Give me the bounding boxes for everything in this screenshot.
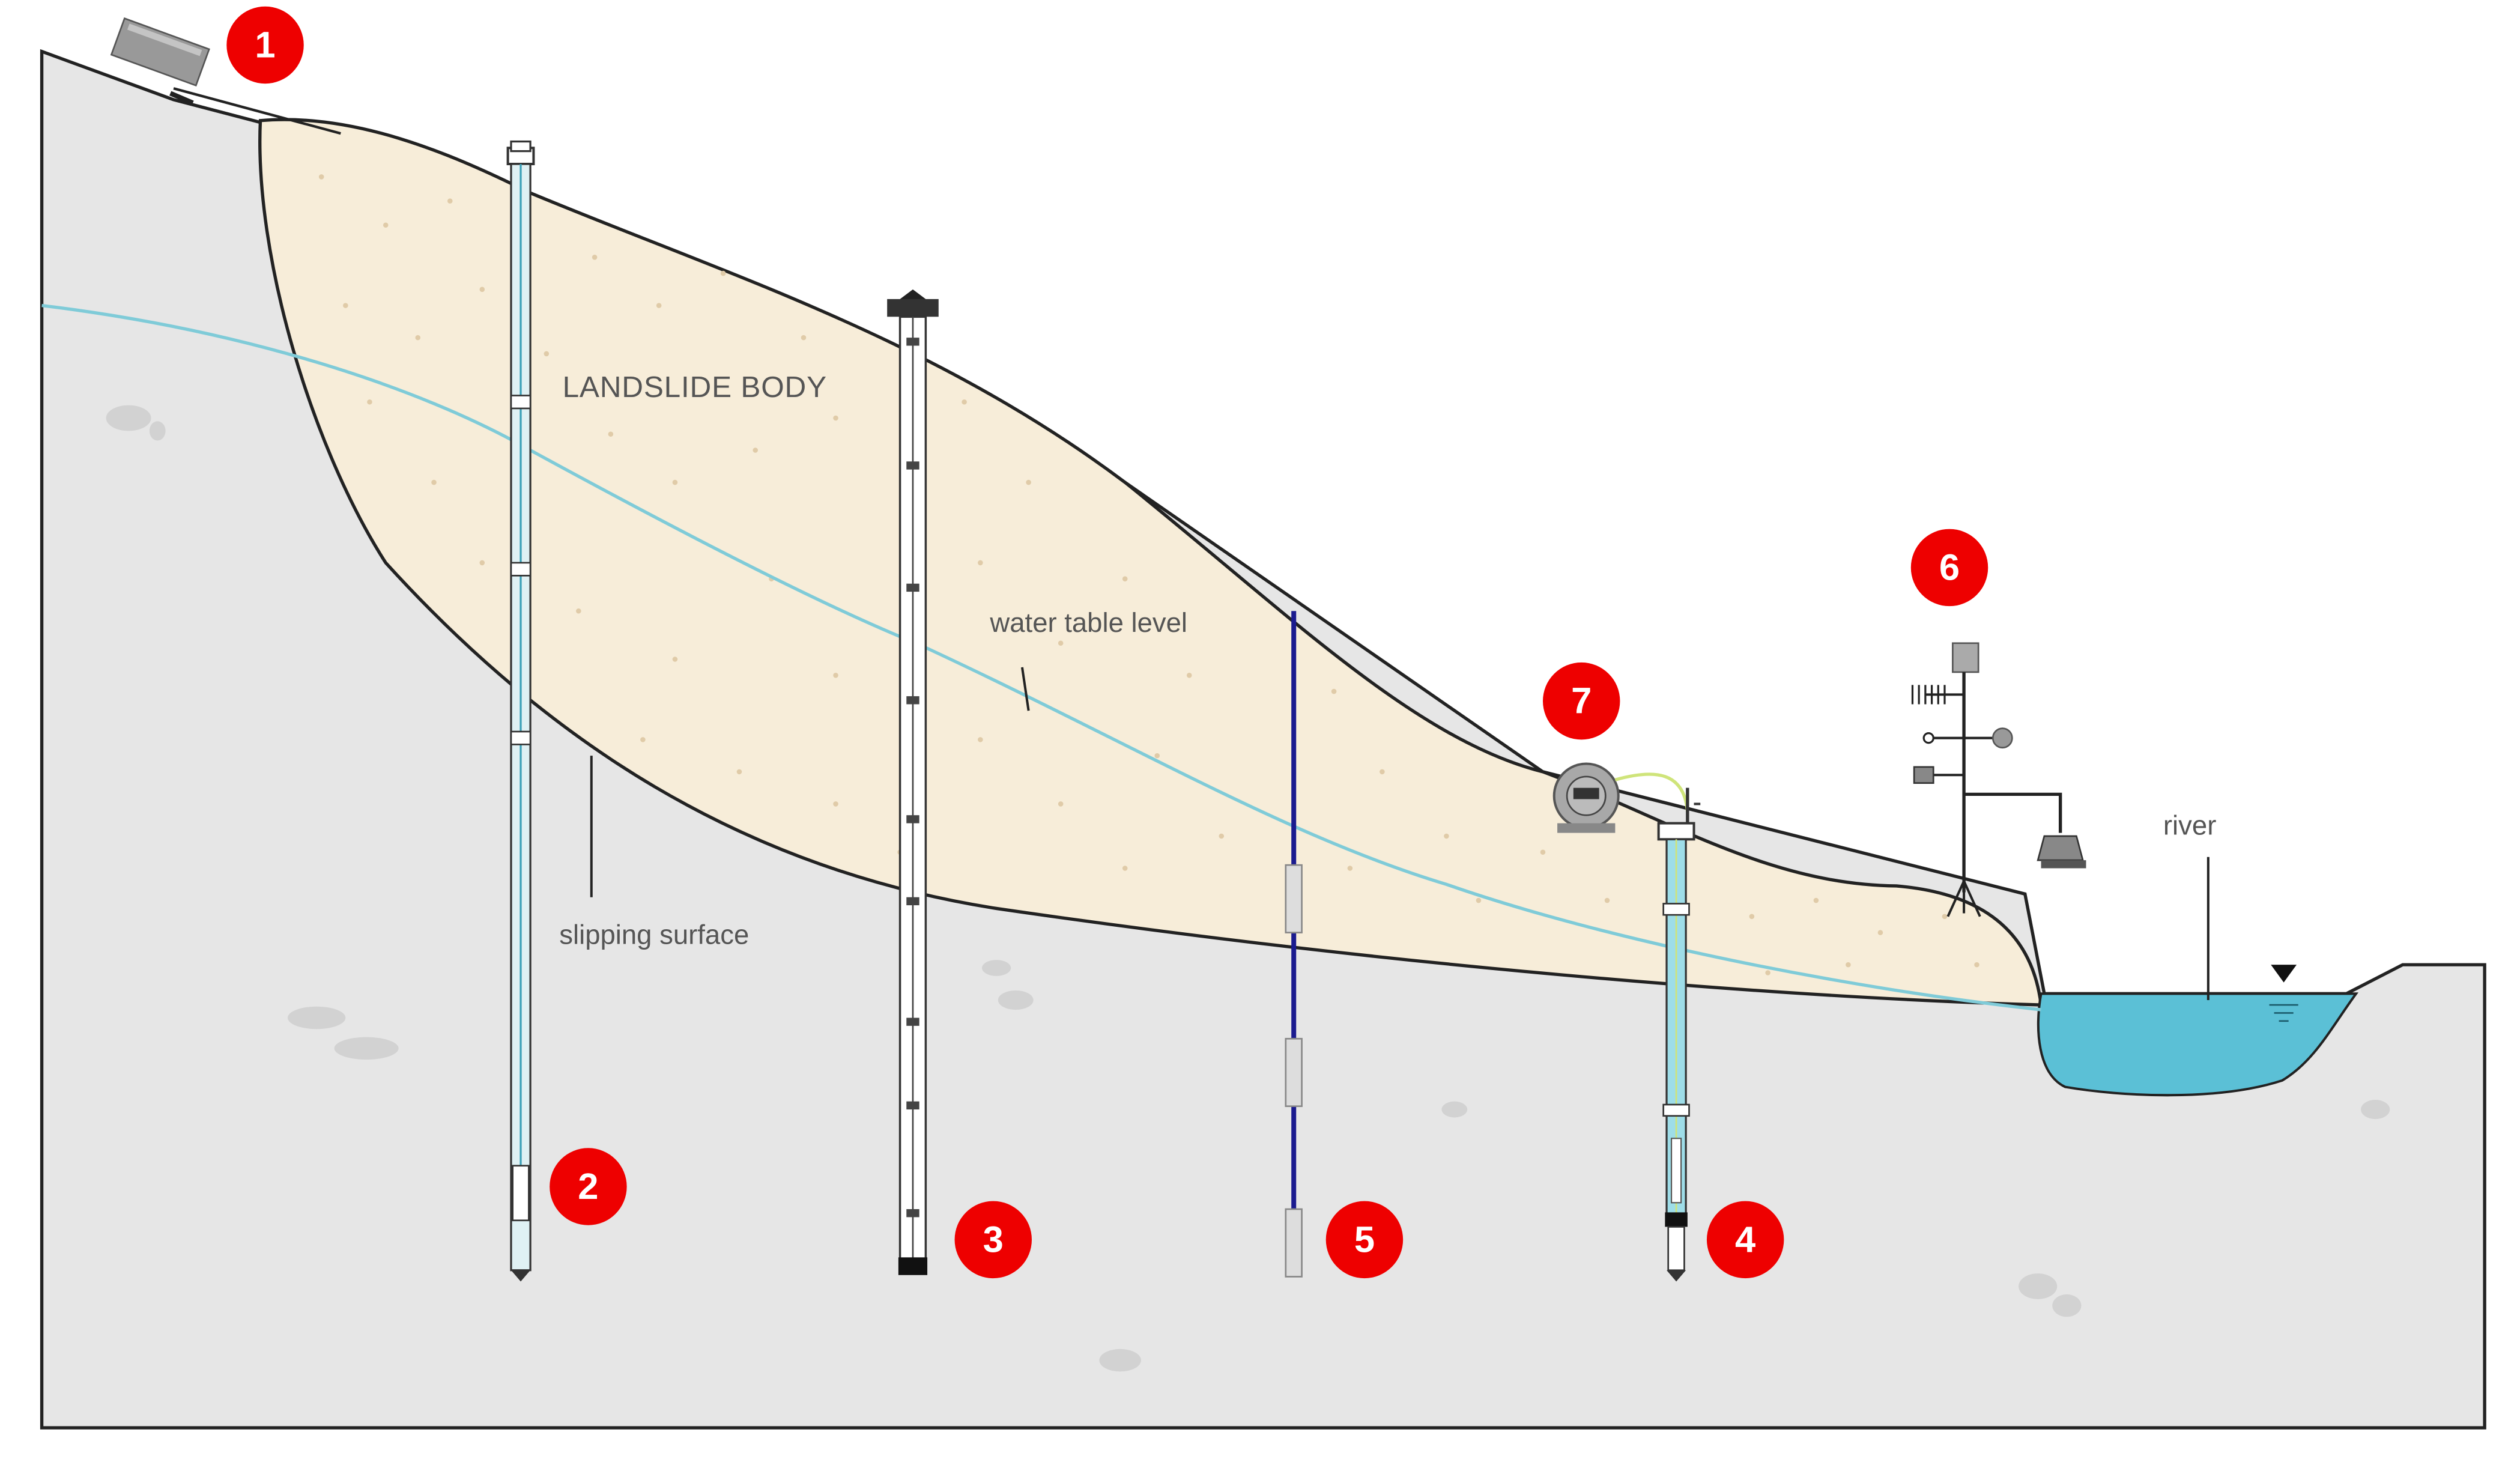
slipping-surface-label: slipping surface: [559, 919, 749, 950]
in-place-inclinometer-icon: [887, 289, 939, 1275]
badge-6: 6: [1910, 529, 1988, 607]
inclinometer-icon: [506, 140, 535, 1282]
badge-4: 4: [1706, 1201, 1784, 1279]
weather-station-icon: [1911, 642, 2086, 917]
river-water: [2037, 992, 2358, 1097]
svg-text:4: 4: [1735, 1219, 1755, 1260]
badge-1: 1: [226, 6, 304, 84]
badge-7: 7: [1542, 662, 1620, 740]
water-table-label: water table level: [989, 607, 1187, 638]
landslide-body-label: LANDSLIDE BODY: [563, 371, 827, 404]
extensometer-icon: [1285, 611, 1303, 1278]
data-logger-cable: [1614, 772, 1689, 813]
water-level-marks: [2269, 1004, 2298, 1022]
river-label: river: [2163, 810, 2216, 840]
landslide-speckles: [318, 174, 1979, 975]
svg-text:7: 7: [1571, 681, 1592, 722]
svg-text:6: 6: [1939, 547, 1960, 588]
gnss-station-icon: [110, 17, 210, 106]
upper-slope-line: [173, 87, 341, 135]
svg-text:3: 3: [983, 1219, 1004, 1260]
svg-text:2: 2: [578, 1166, 598, 1207]
water-table-leader: [1020, 667, 1030, 711]
data-logger-icon: [1552, 762, 1620, 833]
piezometer-icon: [1657, 787, 1701, 1282]
badge-3: 3: [954, 1201, 1032, 1279]
svg-text:5: 5: [1354, 1219, 1375, 1260]
water-table-line: [41, 303, 2041, 1012]
landslide-body: [258, 118, 2043, 1007]
badge-2: 2: [550, 1148, 627, 1225]
badge-5: 5: [1325, 1201, 1404, 1279]
svg-text:1: 1: [255, 24, 275, 65]
water-level-triangle: [2271, 965, 2297, 983]
ground-pebbles: [106, 405, 2390, 1372]
